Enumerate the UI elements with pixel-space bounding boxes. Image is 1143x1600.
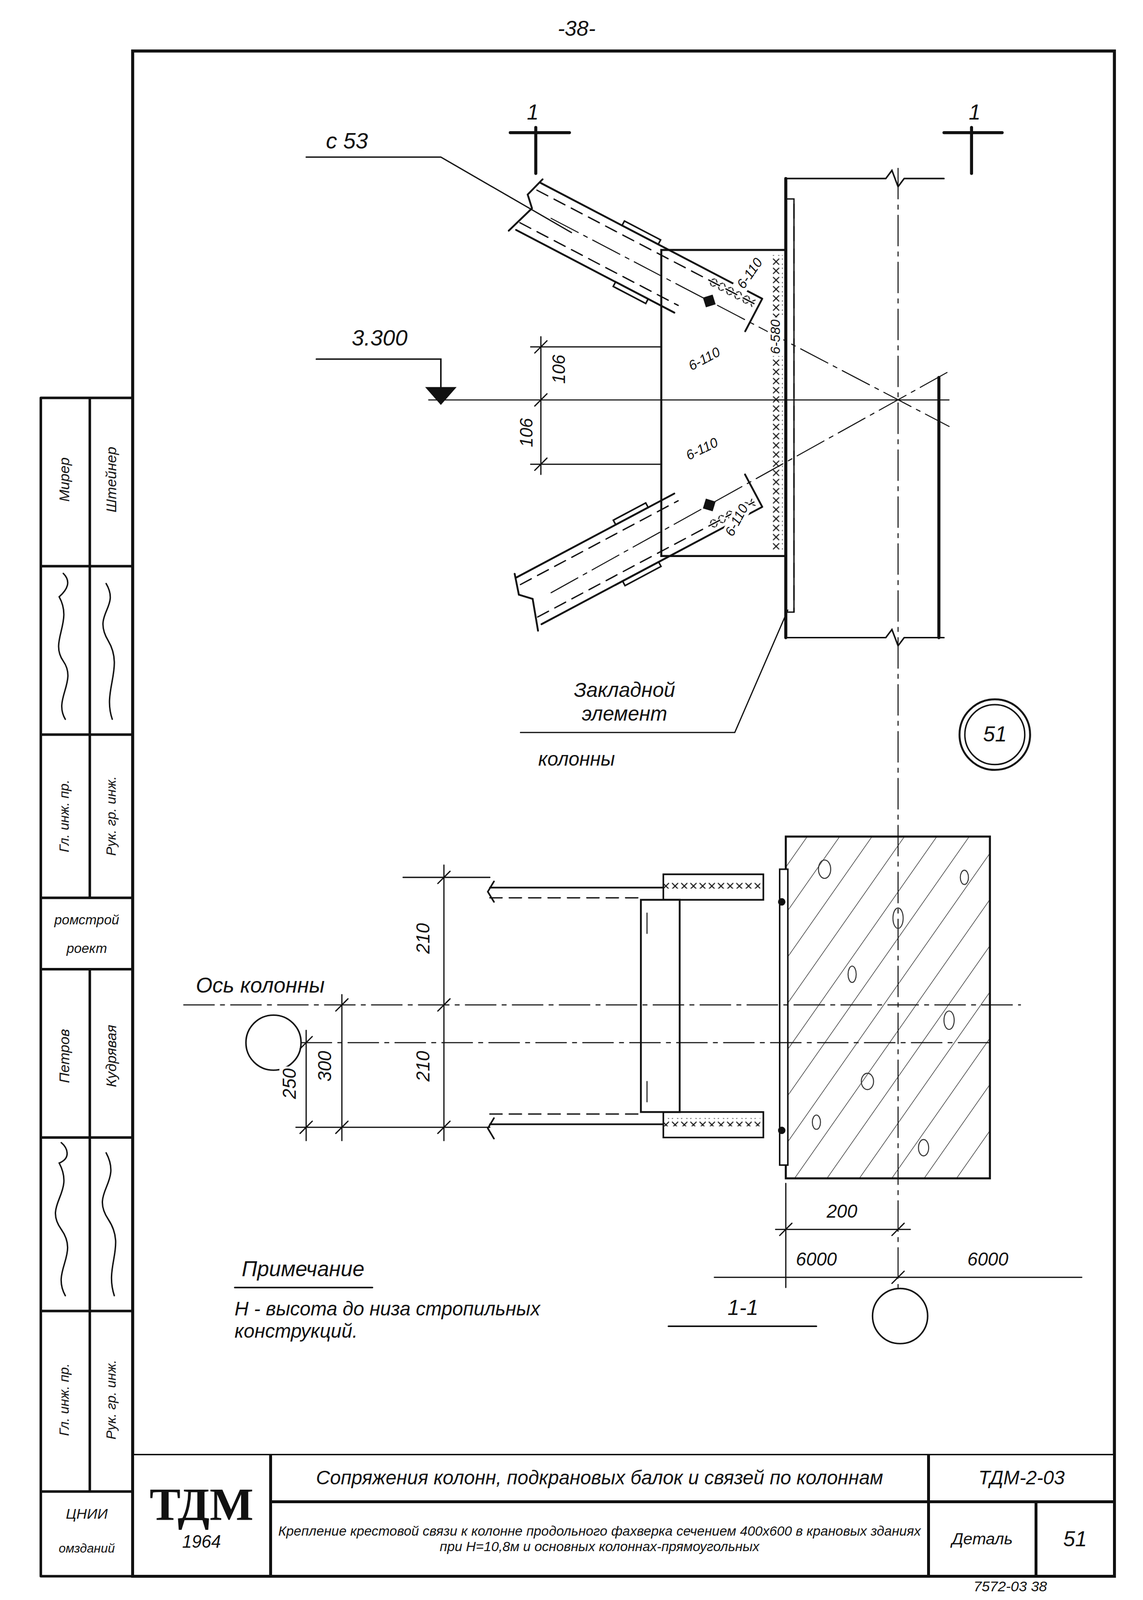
dimension-line (295, 865, 490, 1142)
section-title: 1-1 (725, 1295, 761, 1321)
level-mark-label: 3.300 (350, 324, 410, 351)
leader-line (520, 610, 788, 733)
cell-text: 51 (983, 722, 1007, 747)
archive-number: 7572-03 38 (971, 1578, 1050, 1596)
gusset-plate (661, 249, 786, 556)
callout-ring (959, 699, 1031, 771)
stamp-role: Рук. гр. инж. (103, 774, 120, 858)
stamp-name: Петров (56, 1027, 74, 1086)
profile-mark: с 53 (323, 127, 370, 154)
cell-subtext: 1964 (182, 1532, 221, 1553)
level-leader (316, 359, 441, 388)
dimension-text: 250 (279, 1066, 301, 1101)
cell-text: ТДМ (149, 1478, 254, 1532)
stamp-org: роект (64, 941, 109, 957)
column-elevation (785, 170, 945, 646)
title-block-cell: ТДМ-2-03 (928, 1454, 1115, 1503)
cell-text: Сопряжения колонн, подкрановых балок и с… (316, 1466, 884, 1490)
title-block-cell: Сопряжения колонн, подкрановых балок и с… (270, 1454, 930, 1503)
level-mark (426, 387, 456, 405)
concrete-hatch (785, 837, 991, 1179)
title-block-cell: Деталь (928, 1502, 1036, 1577)
detail-callout: 51 (958, 698, 1032, 772)
stamp-name: Кудрявая (103, 1022, 121, 1090)
section-mark-label: 1 (966, 100, 983, 125)
part-name: колонны (536, 747, 618, 771)
axis-bubble (245, 1015, 302, 1071)
hidden-line (793, 204, 795, 613)
dimension-line (530, 336, 662, 475)
break-line (785, 170, 945, 646)
stamp-org: омзданий (56, 1541, 117, 1557)
weld-note: 6-580 (767, 317, 784, 357)
weld-note: 6-110 (721, 500, 753, 541)
page-number: -38- (555, 16, 598, 42)
embedded-plate (779, 869, 789, 1166)
signature (55, 1143, 116, 1296)
batten-plate (640, 899, 680, 1113)
concrete-specks (812, 860, 969, 1157)
hidden-line (489, 898, 641, 1115)
stamp-org: ЦНИИ (63, 1506, 110, 1524)
weld-note: 6-110 (681, 433, 723, 465)
weld-note: 6-110 (684, 343, 725, 376)
stamp-role: Рук. гр. инж. (103, 1358, 120, 1442)
leader-line (305, 157, 572, 233)
section-mark (510, 127, 1003, 174)
weld-mark (663, 1118, 761, 1127)
cell-text: ТДМ-2-03 (978, 1466, 1065, 1490)
weld-note: 6-110 (732, 253, 768, 294)
stamp-role: Гл. инж. пр. (56, 1361, 73, 1439)
axis-line (183, 1005, 1021, 1043)
axis-bubble (872, 1288, 928, 1344)
dimension-text: 6000 (793, 1249, 839, 1272)
stamp-role: Гл. инж. пр. (56, 777, 73, 855)
brace-channel (508, 455, 765, 632)
title-block-cell: Крепление крестовой связи к колонне прод… (270, 1502, 930, 1577)
part-name: Закладной элемент (535, 678, 714, 726)
batten-detail (646, 913, 648, 1103)
channel-section (487, 874, 764, 1140)
stamp-org: ромстрой (52, 912, 122, 929)
cell-text: Крепление крестовой связи к колонне прод… (276, 1524, 923, 1555)
weld-mark (663, 880, 761, 889)
stamp-grid (40, 397, 133, 1577)
axis-label: Ось колонны (194, 973, 327, 999)
callout-ring (964, 704, 1025, 765)
title-block-cell: ТДМ1964 (132, 1454, 271, 1577)
cell-text: 51 (1063, 1527, 1087, 1553)
embedded-plate (785, 198, 794, 613)
dimension-text: 300 (315, 1049, 337, 1084)
level-line (428, 399, 949, 401)
weld-dot (778, 899, 785, 906)
dimension-text: 6000 (965, 1249, 1011, 1272)
dimension-line (714, 1183, 1083, 1288)
dimension-text: 210 (412, 1049, 435, 1084)
dimension-text: 210 (412, 921, 435, 957)
cell-text: Деталь (951, 1529, 1013, 1549)
section-mark-label: 1 (524, 100, 541, 125)
brace-channel (508, 175, 765, 351)
column-section (785, 837, 991, 1179)
title-block-cell: 51 (1036, 1502, 1115, 1577)
column-edge (785, 178, 939, 639)
stamp-name: Мирер (56, 455, 74, 504)
weld-mark (772, 255, 783, 551)
weld-dot (778, 1127, 785, 1134)
dimension-text: 106 (548, 352, 569, 386)
signature (58, 573, 115, 720)
dimension-text: 106 (516, 416, 537, 450)
note-text: Н - высота до низа стропильных конструкц… (232, 1297, 589, 1343)
stamp-name: Штейнер (103, 444, 121, 515)
note-heading: Примечание (239, 1257, 366, 1282)
dimension-text: 200 (824, 1201, 859, 1223)
sheet-frame (132, 50, 1115, 1577)
